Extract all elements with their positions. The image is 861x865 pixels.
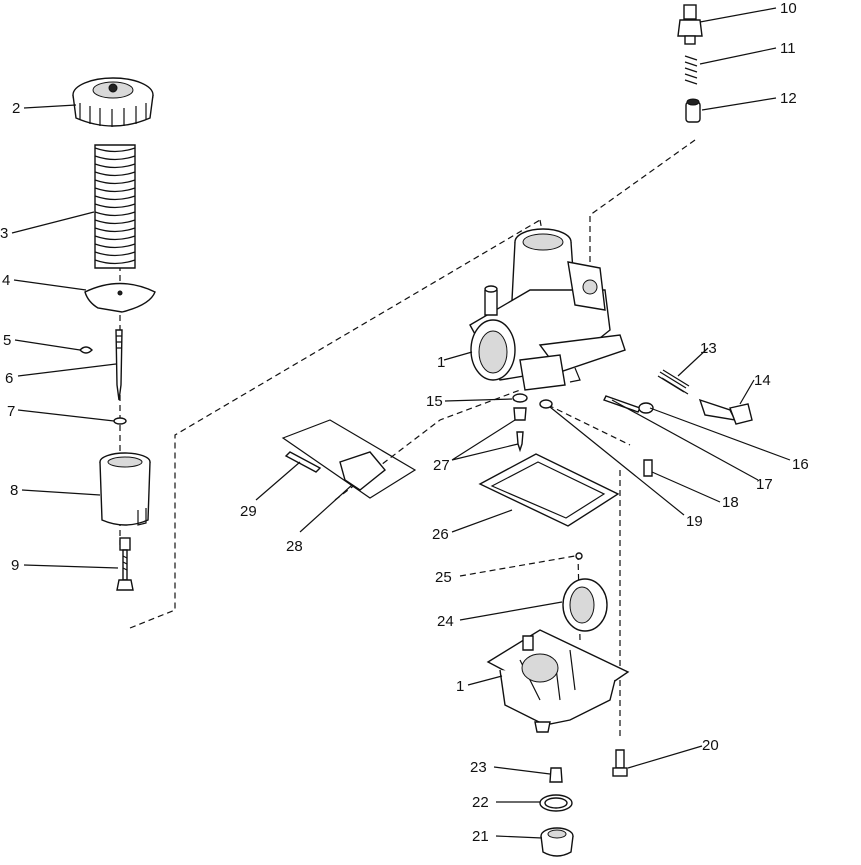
label-part-25: 25: [435, 569, 452, 586]
label-part-17: 17: [756, 476, 773, 493]
label-part-6: 6: [5, 370, 13, 387]
label-part-5: 5: [3, 332, 11, 349]
label-part-8: 8: [10, 482, 18, 499]
label-part-15: 15: [426, 393, 443, 410]
label-part-4: 4: [2, 272, 10, 289]
label-part-11: 11: [780, 40, 796, 57]
slide-part-8: [99, 452, 151, 526]
label-part-3: 3: [0, 225, 8, 242]
label-part-1-bowl: 1: [456, 678, 464, 695]
label-part-14: 14: [754, 372, 771, 389]
cap-part-2: [72, 77, 154, 127]
part-labels: 1 1 2 3 4 5 6 7 8 9 10 11 12 13 14 15 16…: [0, 0, 809, 845]
bolt-part-9: [116, 537, 134, 591]
ball-part-25: [575, 552, 583, 560]
label-part-19: 19: [686, 513, 703, 530]
oring-part-22: [539, 794, 573, 812]
plate-part-4: [84, 282, 156, 313]
label-part-28: 28: [286, 538, 303, 555]
clip-part-5: [79, 346, 93, 354]
idle-screw-parts-13-14: [657, 369, 753, 425]
label-part-18: 18: [722, 494, 739, 511]
label-part-24: 24: [437, 613, 454, 630]
label-part-26: 26: [432, 526, 449, 543]
label-part-13: 13: [700, 340, 717, 357]
float-bowl-part-1: [486, 629, 630, 733]
label-part-1-body: 1: [437, 354, 445, 371]
fitting-parts-10-12: [677, 4, 703, 123]
label-part-29: 29: [240, 503, 257, 520]
label-part-12: 12: [780, 90, 797, 107]
carburetor-body-part-1: [469, 228, 626, 391]
plate-parts-28-29: [281, 419, 417, 499]
spring-part-3: [94, 144, 136, 269]
label-part-16: 16: [792, 456, 809, 473]
gasket-part-26: [478, 453, 620, 527]
needle-part-6: [115, 329, 123, 401]
label-part-23: 23: [470, 759, 487, 776]
label-part-20: 20: [702, 737, 719, 754]
label-part-9: 9: [11, 557, 19, 574]
label-part-7: 7: [7, 403, 15, 420]
screw-part-20: [612, 749, 628, 777]
label-part-21: 21: [472, 828, 489, 845]
washer-part-7: [113, 417, 127, 425]
label-part-10: 10: [780, 0, 797, 17]
label-part-22: 22: [472, 794, 489, 811]
float-part-24: [562, 578, 608, 632]
plug-part-21: [540, 827, 574, 857]
label-part-27: 27: [433, 457, 450, 474]
jet-part-23: [549, 767, 563, 783]
assembly-guide-lines: [119, 139, 696, 740]
leader-lines: [11, 7, 791, 839]
label-part-2: 2: [12, 100, 20, 117]
